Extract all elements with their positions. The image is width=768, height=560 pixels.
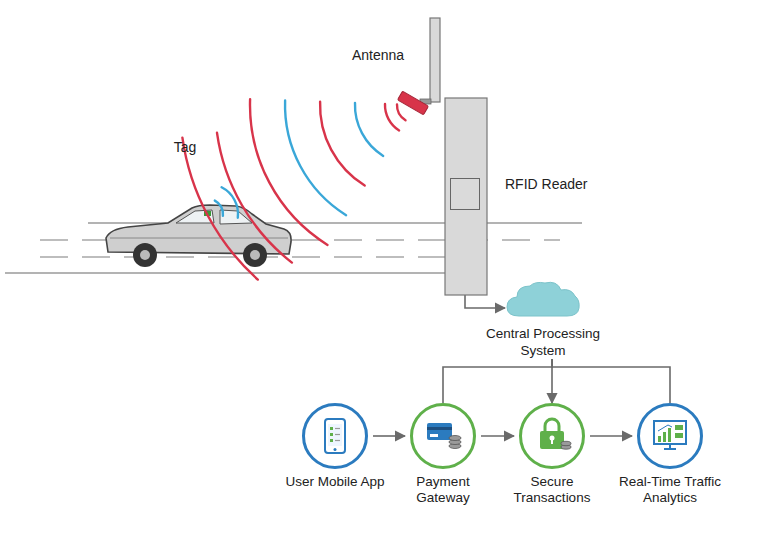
road: [5, 223, 582, 273]
antenna: [398, 91, 429, 115]
phone-item: [330, 439, 333, 442]
phone-screen: [328, 424, 342, 446]
node-label: Real-Time Traffic Analytics: [613, 474, 727, 506]
wave-arc: [250, 99, 328, 245]
reader-pole: [445, 98, 487, 295]
phone-icon: [325, 419, 345, 453]
coin: [449, 444, 461, 449]
wave-arc: [285, 101, 346, 216]
flow-connector: [551, 359, 553, 403]
node-label: Central Processing System: [483, 325, 603, 359]
chart-bar: [668, 428, 671, 442]
keyhole: [550, 436, 555, 441]
card-chip: [430, 434, 438, 437]
chart-bar: [663, 432, 666, 442]
card-stripe: [427, 427, 452, 430]
wave-arc: [320, 102, 365, 186]
wave-arc: [217, 133, 292, 263]
radio-waves: [182, 99, 405, 279]
chart-line: [658, 425, 672, 431]
coin: [561, 445, 571, 449]
card: [427, 423, 452, 440]
wave-arc: [215, 201, 223, 216]
wave-arc: [222, 187, 238, 217]
node-label: RFID Reader: [505, 176, 587, 192]
flow-connector: [443, 359, 552, 403]
node-label: Secure Transactions: [506, 474, 598, 506]
keyhole: [551, 439, 553, 444]
chart-bar: [658, 436, 661, 442]
car-hub: [140, 250, 150, 260]
monitor-stand: [664, 448, 676, 450]
flow-connector: [552, 359, 670, 403]
antenna-mast: [430, 18, 440, 102]
car-hub: [250, 250, 260, 260]
coin: [561, 441, 571, 445]
node-label: User Mobile App: [270, 474, 400, 490]
service-circle: Payment Gateway: [410, 403, 476, 469]
flow-connector: [373, 435, 405, 437]
wave-arc: [182, 138, 257, 280]
phone-line: [335, 434, 340, 435]
monitor-frame: [654, 421, 686, 444]
car-wheel: [243, 243, 267, 267]
cloud-node: Central Processing System: [505, 280, 581, 359]
cloud-outline: [507, 282, 579, 316]
lock-icon: [540, 419, 571, 449]
reader-box: RFID Reader: [450, 178, 480, 210]
wave-arc: [385, 104, 399, 130]
coin: [449, 436, 461, 441]
service-circle: User Mobile App: [302, 403, 368, 469]
phone-item: [330, 427, 333, 430]
wave-arc: [355, 103, 383, 156]
phone-item: [330, 433, 333, 436]
flow-connector: [590, 435, 632, 437]
car-wheel: [133, 243, 157, 267]
coin: [449, 440, 461, 445]
service-circle: Real-Time Traffic Analytics: [637, 403, 703, 469]
phone-line: [335, 428, 340, 429]
node-label: Payment Gateway: [406, 474, 480, 506]
cloud-shape: [505, 280, 581, 318]
flow-connector: [481, 435, 514, 437]
chart-tile: [675, 425, 683, 430]
card-icon: [427, 423, 461, 449]
road-edge: [5, 272, 455, 274]
part-label: Tag: [125, 138, 245, 156]
phone-frame: [325, 419, 345, 453]
service-circle: Secure Transactions: [519, 403, 585, 469]
chart-tile: [675, 433, 683, 438]
car-trim: [110, 238, 288, 239]
part-label: Antenna: [318, 46, 438, 64]
phone-button: [334, 448, 337, 451]
lock-shackle: [545, 419, 559, 432]
monitor-icon: [654, 421, 686, 449]
lock-body: [540, 431, 564, 449]
wave-arc: [397, 104, 406, 120]
monitor-stand: [669, 444, 671, 449]
phone-line: [335, 440, 340, 441]
